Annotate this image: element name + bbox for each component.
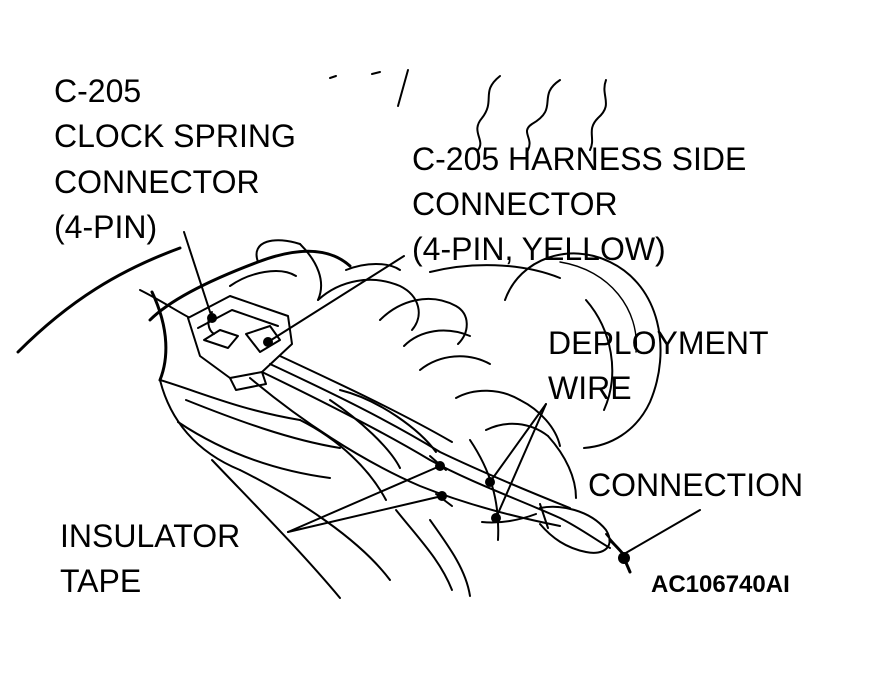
label-line: CLOCK SPRING xyxy=(54,118,296,154)
callout-dot-tape-2 xyxy=(437,491,447,501)
label-line: CONNECTOR xyxy=(412,186,618,222)
label-line: C-205 HARNESS SIDE xyxy=(412,141,746,177)
callout-dot-deployment-2 xyxy=(491,513,501,523)
label-line: TAPE xyxy=(60,563,141,599)
callout-dot-tape-1 xyxy=(435,461,445,471)
clock-spring-connector-label: C-205 CLOCK SPRING CONNECTOR (4-PIN) xyxy=(54,73,296,245)
leader-lines xyxy=(183,231,701,555)
label-line: CONNECTOR xyxy=(54,164,260,200)
deployment-wire-label: DEPLOYMENT WIRE xyxy=(548,325,768,406)
label-line: INSULATOR xyxy=(60,518,240,554)
connection-label: CONNECTION xyxy=(588,467,803,503)
harness-side-connector-label: C-205 HARNESS SIDE CONNECTOR (4-PIN, YEL… xyxy=(412,141,746,267)
connector-block xyxy=(187,295,293,391)
steering-wheel-rim xyxy=(16,246,191,382)
harness-wires xyxy=(249,355,611,549)
airbag-module-outline xyxy=(429,252,662,449)
label-line: WIRE xyxy=(548,370,632,406)
label-line: (4-PIN, YELLOW) xyxy=(412,231,666,267)
insulator-tape-label: INSULATOR TAPE xyxy=(60,518,240,599)
callout-dots xyxy=(207,313,501,523)
label-line: DEPLOYMENT xyxy=(548,325,768,361)
label-line: C-205 xyxy=(54,73,141,109)
deployment-wire-loop xyxy=(481,505,632,574)
label-line: (4-PIN) xyxy=(54,209,157,245)
callout-dot-clock-spring xyxy=(207,313,217,323)
callout-dot-harness-side xyxy=(263,337,273,347)
clock-spring-housing xyxy=(148,239,391,599)
top-strokes xyxy=(329,69,607,151)
callout-dot-deployment-1 xyxy=(485,477,495,487)
figure-code: AC106740AI xyxy=(651,571,790,598)
